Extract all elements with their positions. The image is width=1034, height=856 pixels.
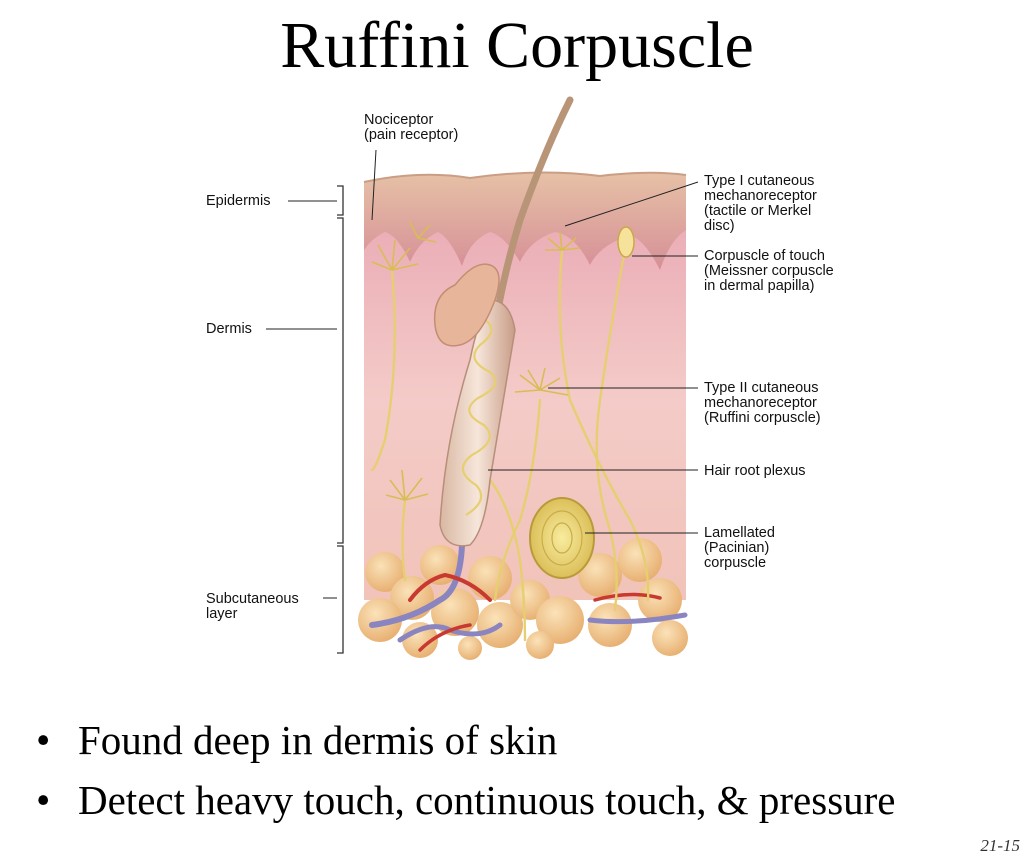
ruffini-corpuscle [514, 367, 569, 396]
hair-root-plexus [461, 319, 497, 516]
label-type-ii-mechanoreceptor: Type II cutaneous mechanoreceptor (Ruffi… [704, 380, 821, 426]
bullet-text: Found deep in dermis of skin [78, 717, 558, 763]
label-lamellated-corpuscle: Lamellated (Pacinian) corpuscle [704, 525, 775, 571]
layer-brackets [337, 185, 344, 654]
bullet-text: Detect heavy touch, continuous touch, & … [78, 777, 896, 823]
meissner-corpuscle [617, 226, 635, 258]
label-dermis: Dermis [206, 321, 252, 337]
slide-title: Ruffini Corpuscle [280, 9, 754, 82]
label-type-i-mechanoreceptor: Type I cutaneous mechanoreceptor (tactil… [704, 173, 817, 234]
bullet-list: • Found deep in dermis of skin • Detect he… [30, 712, 896, 832]
bullet-item: • Found deep in dermis of skin [30, 712, 896, 772]
label-subcutaneous-layer: Subcutaneous layer [206, 591, 299, 622]
label-hair-root-plexus: Hair root plexus [704, 463, 806, 479]
bullet-dot-icon: • [36, 777, 51, 823]
free-nerve-endings [371, 221, 437, 501]
sensory-nerves [370, 248, 650, 642]
merkel-disc [545, 231, 581, 251]
slide-number: 21-15 [980, 836, 1020, 855]
pacinian-corpuscle [529, 497, 595, 579]
epidermis-layer [364, 172, 686, 270]
bullet-item: • Detect heavy touch, continuous touch, &… [30, 772, 896, 832]
label-nociceptor: Nociceptor (pain receptor) [364, 112, 459, 143]
hair-shaft [494, 96, 574, 314]
sebaceous-gland [433, 263, 500, 347]
hair-follicle [439, 299, 516, 547]
label-epidermis: Epidermis [206, 193, 271, 209]
label-meissner-corpuscle: Corpuscle of touch (Meissner corpuscle i… [704, 248, 834, 294]
blood-vessels [369, 542, 688, 652]
leader-lines [266, 149, 699, 599]
bullet-dot-icon: • [36, 717, 51, 763]
